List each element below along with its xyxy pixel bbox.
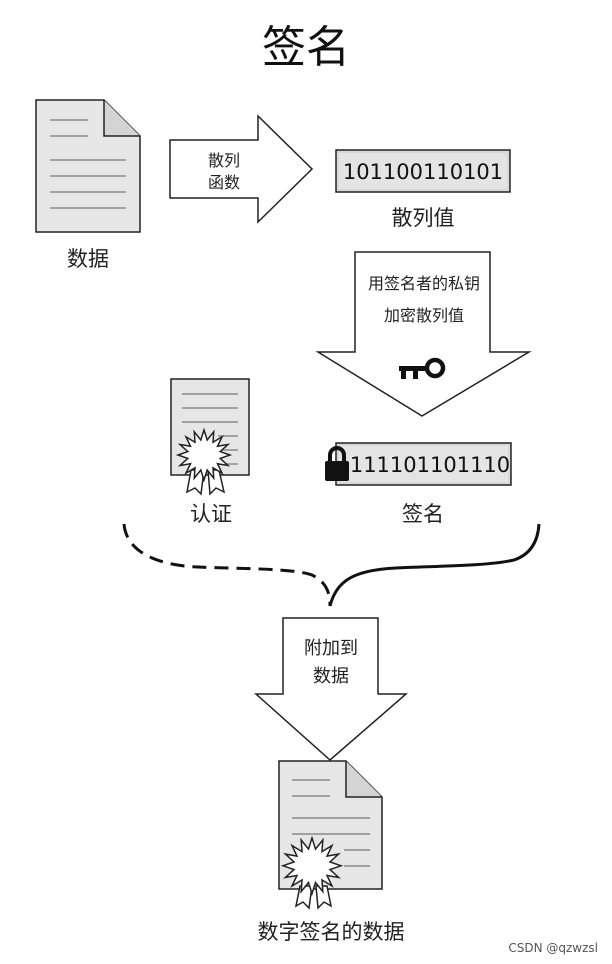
signature-bits: 111101101110 <box>350 453 510 477</box>
hash-value-label: 散列值 <box>392 206 455 230</box>
signature-box: 111101101110 <box>335 442 512 486</box>
hash-function-label-line1: 散列 <box>208 151 240 170</box>
certificate <box>170 378 250 496</box>
hash-function-label-line2: 函数 <box>208 173 240 192</box>
certificate-label: 认证 <box>190 502 232 526</box>
merge-brace <box>122 523 541 607</box>
lock-icon <box>325 446 349 481</box>
hash-value-bits: 101100110101 <box>343 160 503 184</box>
hash-value-box: 101100110101 <box>335 149 511 193</box>
watermark: CSDN @qzwzsl <box>508 941 598 955</box>
attach-label-line2: 数据 <box>313 666 349 687</box>
hash-function-arrow: 散列 函数 <box>169 114 314 224</box>
signed-data-seal-icon <box>280 835 344 910</box>
signed-data-document <box>278 760 383 910</box>
data-document <box>35 99 141 233</box>
data-document-label: 数据 <box>67 247 109 271</box>
certificate-seal-icon <box>175 427 233 496</box>
encrypt-arrow: 用签名者的私钥 加密散列值 <box>315 251 532 417</box>
encrypt-label-line1: 用签名者的私钥 <box>368 274 480 293</box>
attach-label-line1: 附加到 <box>304 638 358 659</box>
signed-data-label: 数字签名的数据 <box>258 920 405 944</box>
key-icon <box>399 357 446 379</box>
diagram-title: 签名 <box>262 22 350 73</box>
encrypt-label-line2: 加密散列值 <box>384 306 464 325</box>
attach-arrow: 附加到 数据 <box>254 617 409 761</box>
signature-label: 签名 <box>402 502 444 526</box>
